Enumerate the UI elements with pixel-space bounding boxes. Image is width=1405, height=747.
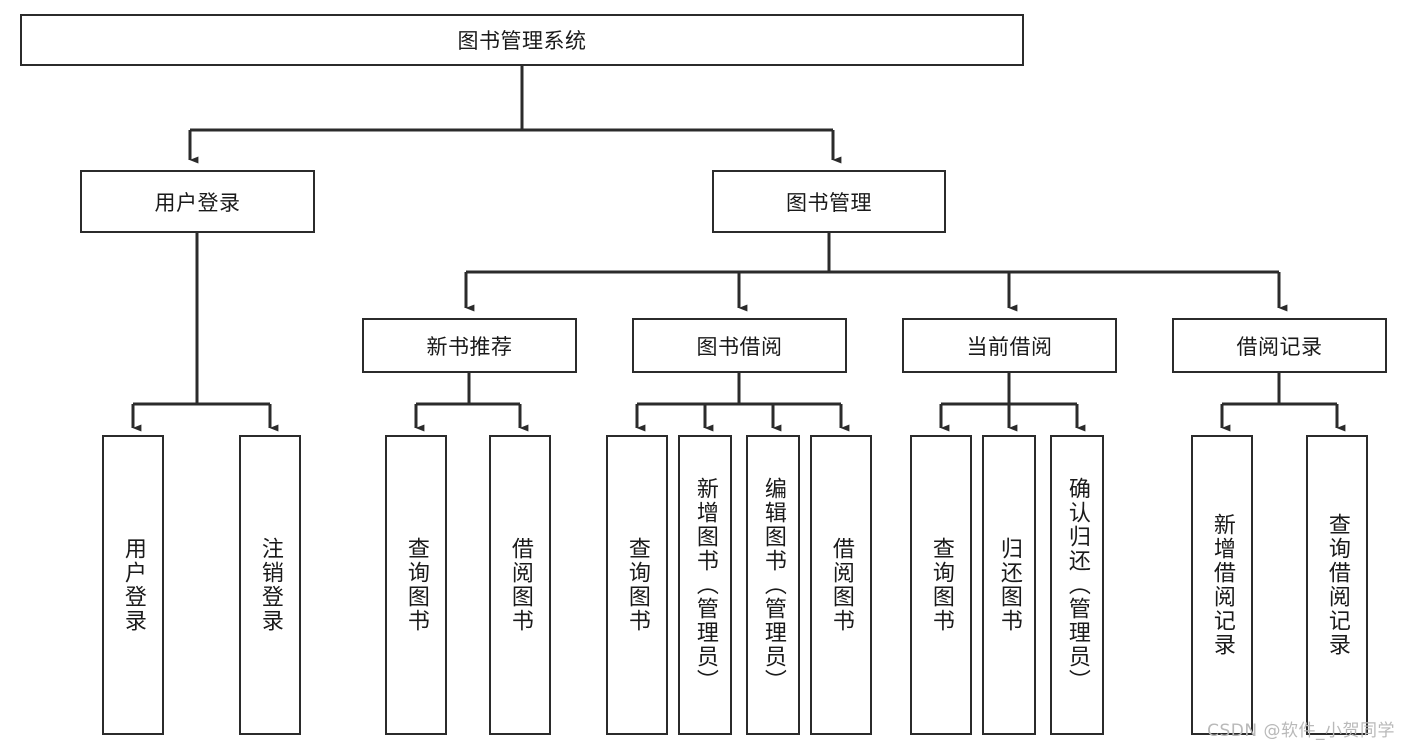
node-user-login[interactable]: 用户登录 xyxy=(80,170,315,233)
node-leaf-edit-book-admin[interactable]: 编辑图书（管理员） xyxy=(746,435,800,735)
node-label: 确认归还（管理员） xyxy=(1064,477,1090,693)
node-borrow-record[interactable]: 借阅记录 xyxy=(1172,318,1387,373)
node-leaf-user-login[interactable]: 用户登录 xyxy=(102,435,164,735)
node-leaf-user-logout[interactable]: 注销登录 xyxy=(239,435,301,735)
node-root-system[interactable]: 图书管理系统 xyxy=(20,14,1024,66)
node-label: 借阅图书 xyxy=(507,537,533,633)
node-leaf-borrow-book[interactable]: 借阅图书 xyxy=(810,435,872,735)
node-leaf-query-book-borrow[interactable]: 查询图书 xyxy=(606,435,668,735)
node-leaf-add-book-admin[interactable]: 新增图书（管理员） xyxy=(678,435,732,735)
node-label: 查询图书 xyxy=(403,537,429,633)
node-leaf-confirm-return-admin[interactable]: 确认归还（管理员） xyxy=(1050,435,1104,735)
node-label: 查询图书 xyxy=(624,537,650,633)
node-leaf-query-book-current[interactable]: 查询图书 xyxy=(910,435,972,735)
node-label: 图书借阅 xyxy=(696,334,783,359)
node-label: 注销登录 xyxy=(257,537,283,633)
node-label: 图书管理系统 xyxy=(457,29,587,53)
node-book-borrow[interactable]: 图书借阅 xyxy=(632,318,847,373)
node-label: 用户登录 xyxy=(120,537,146,633)
node-label: 查询借阅记录 xyxy=(1324,513,1350,657)
node-label: 借阅图书 xyxy=(828,537,854,633)
node-leaf-add-borrow-record[interactable]: 新增借阅记录 xyxy=(1191,435,1253,735)
watermark-text: CSDN @软件_小贺同学 xyxy=(1207,721,1395,741)
node-leaf-borrow-book-recommend[interactable]: 借阅图书 xyxy=(489,435,551,735)
node-new-book-recommend[interactable]: 新书推荐 xyxy=(362,318,577,373)
node-label: 编辑图书（管理员） xyxy=(760,477,786,693)
node-label: 用户登录 xyxy=(154,190,241,215)
node-label: 归还图书 xyxy=(996,537,1022,633)
node-leaf-return-book[interactable]: 归还图书 xyxy=(982,435,1036,735)
node-label: 新增图书（管理员） xyxy=(692,477,718,693)
node-label: 当前借阅 xyxy=(966,334,1053,359)
node-current-borrow[interactable]: 当前借阅 xyxy=(902,318,1117,373)
node-book-management[interactable]: 图书管理 xyxy=(712,170,946,233)
node-label: 图书管理 xyxy=(786,190,872,215)
node-leaf-query-borrow-record[interactable]: 查询借阅记录 xyxy=(1306,435,1368,735)
node-leaf-query-book-recommend[interactable]: 查询图书 xyxy=(385,435,447,735)
node-label: 新书推荐 xyxy=(426,334,513,359)
node-label: 查询图书 xyxy=(928,537,954,633)
node-label: 借阅记录 xyxy=(1236,334,1323,359)
node-label: 新增借阅记录 xyxy=(1209,513,1235,657)
